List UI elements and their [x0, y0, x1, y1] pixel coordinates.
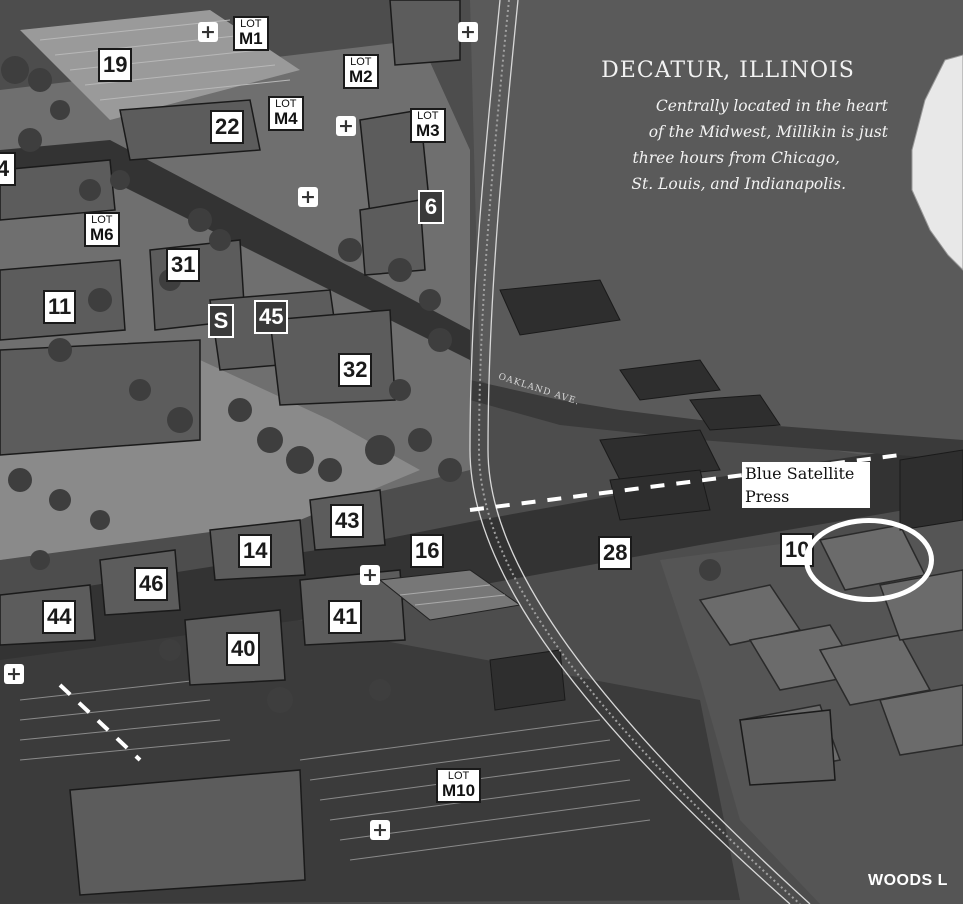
building-marker-41[interactable]: 41	[328, 600, 363, 634]
building-marker-40[interactable]: 40	[226, 632, 261, 666]
parking-lot-m3[interactable]: LOT M3	[410, 108, 446, 143]
lot-prefix: LOT	[275, 98, 297, 110]
first-aid-icon[interactable]: +	[370, 820, 390, 840]
location-info: DECATUR, ILLINOIS Centrally located in t…	[548, 58, 888, 197]
building-marker-28[interactable]: 28	[598, 536, 633, 570]
woods-label: WOODS L	[868, 872, 948, 889]
lot-id: M3	[416, 121, 440, 140]
description-line: three hours from Chicago,	[632, 149, 841, 167]
annotation-line: Press	[745, 487, 790, 506]
building-marker-43[interactable]: 43	[330, 504, 365, 538]
lot-id: M2	[349, 67, 373, 86]
parking-lot-m2[interactable]: LOT M2	[343, 54, 379, 89]
lot-id: M10	[442, 781, 476, 800]
parking-lot-m10[interactable]: LOT M10	[436, 768, 482, 803]
description-line: of the Midwest, Millikin is just	[648, 123, 888, 141]
lot-id: M1	[239, 29, 263, 48]
highlight-circle	[804, 518, 934, 602]
building-marker-31[interactable]: 31	[166, 248, 201, 282]
lot-id: M4	[274, 109, 298, 128]
description-line: St. Louis, and Indianapolis.	[631, 175, 846, 193]
building-marker-44[interactable]: 44	[42, 600, 77, 634]
parking-lot-m1[interactable]: LOT M1	[233, 16, 269, 51]
first-aid-icon[interactable]: +	[458, 22, 478, 42]
building-marker-6[interactable]: 6	[418, 190, 444, 224]
parking-lot-m4[interactable]: LOT M4	[268, 96, 304, 131]
building-marker-19[interactable]: 19	[98, 48, 133, 82]
lot-prefix: LOT	[447, 770, 470, 782]
lot-prefix: LOT	[417, 110, 439, 122]
building-marker-s[interactable]: S	[208, 304, 234, 338]
annotation-line: Blue Satellite	[745, 464, 855, 483]
lot-prefix: LOT	[350, 56, 372, 68]
building-marker-45[interactable]: 45	[254, 300, 289, 334]
building-marker-14[interactable]: 14	[238, 534, 273, 568]
building-marker-16[interactable]: 16	[410, 534, 445, 568]
building-marker-22[interactable]: 22	[210, 110, 245, 144]
first-aid-icon[interactable]: +	[4, 664, 24, 684]
building-marker-46[interactable]: 46	[134, 567, 169, 601]
building-marker-32[interactable]: 32	[338, 353, 373, 387]
first-aid-icon[interactable]: +	[198, 22, 218, 42]
blue-satellite-press-annotation: Blue Satellite Press	[742, 462, 870, 508]
lot-id: M6	[90, 225, 114, 244]
first-aid-icon[interactable]: +	[298, 187, 318, 207]
location-title: DECATUR, ILLINOIS	[601, 58, 855, 83]
first-aid-icon[interactable]: +	[336, 116, 356, 136]
location-description: Centrally located in the heart of the Mi…	[548, 93, 888, 197]
first-aid-icon[interactable]: +	[360, 565, 380, 585]
lot-prefix: LOT	[91, 214, 113, 226]
building-marker-4[interactable]: 4	[0, 152, 16, 186]
description-line: Centrally located in the heart	[655, 97, 888, 115]
lot-prefix: LOT	[240, 18, 262, 30]
parking-lot-m6[interactable]: LOT M6	[84, 212, 120, 247]
building-marker-11[interactable]: 11	[43, 290, 77, 324]
